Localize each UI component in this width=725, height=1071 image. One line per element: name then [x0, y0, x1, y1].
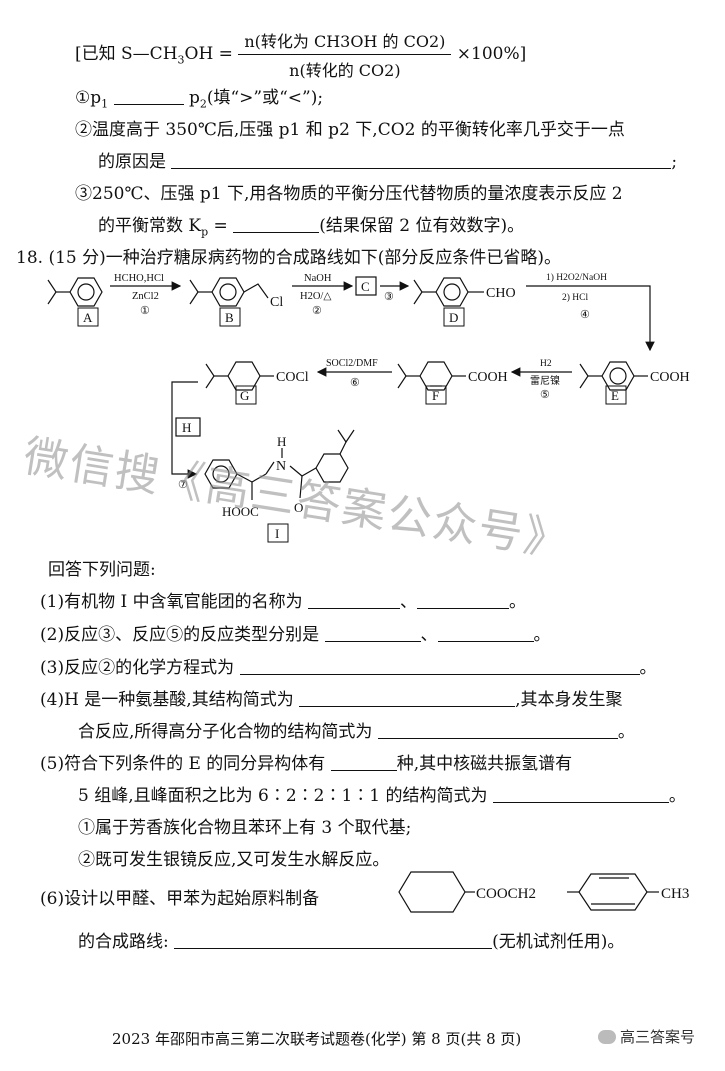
q18-part4-line2: 合反应,所得高分子化合物的结构简式为 。: [78, 721, 635, 742]
group-cooh-f: COOH: [468, 370, 508, 385]
reagent-5-bottom: 雷尼镍: [530, 374, 560, 387]
atom-o: O: [294, 500, 303, 515]
label-c: C: [361, 279, 370, 294]
conversion-fraction: n(转化为 CH3OH 的 CO2) n(转化的 CO2): [238, 28, 452, 81]
answer-blank[interactable]: [330, 753, 397, 771]
label-f: F: [432, 388, 439, 403]
answer-blank[interactable]: [174, 931, 493, 949]
q18-part2: (2)反应③、反应⑤的反应类型分别是 、。: [40, 624, 551, 645]
answer-blank[interactable]: [437, 624, 534, 642]
group-cocl: COCl: [276, 370, 309, 385]
answer-blank[interactable]: [417, 591, 510, 609]
label-i: I: [275, 526, 279, 541]
q18-part1: (1)有机物 I 中含氧官能团的名称为 、。: [40, 591, 527, 612]
q17-item3-line2: 的平衡常数 Kp = (结果保留 2 位有效数字)。: [98, 215, 525, 239]
answer-blank[interactable]: [239, 657, 640, 675]
reagent-1-top: HCHO,HCl: [114, 273, 164, 284]
q17-item2-line1: ②温度高于 350℃后,压强 p1 和 p2 下,CO2 的平衡转化率几乎交于一…: [75, 120, 625, 140]
q18-part6-line1: (6)设计以甲醛、甲苯为起始原料制备: [40, 889, 320, 909]
reagent-4-top: 1) H2O2/NaOH: [546, 272, 607, 283]
answer-blank[interactable]: [492, 785, 669, 803]
group-cl: Cl: [270, 295, 283, 310]
answer-blank[interactable]: [299, 689, 516, 707]
q17-item1: ①p1 p2(填“>”或“<”);: [75, 87, 324, 111]
molecule-a: [47, 277, 103, 307]
q18-header: 18. (15 分)一种治疗糖尿病药物的合成路线如下(部分反应条件已省略)。: [16, 248, 562, 268]
page-footer: 2023 年邵阳市高三第二次联考试题卷(化学) 第 8 页(共 8 页): [112, 1030, 522, 1048]
molecule-d: [413, 277, 484, 307]
group-cooh-e: COOH: [650, 370, 690, 385]
q18-part5-line1: (5)符合下列条件的 E 的同分异构体有 种,其中核磁共振氢谱有: [40, 753, 573, 774]
molecule-b: [189, 277, 269, 307]
q18-part5-cond1: ①属于芳香族化合物且苯环上有 3 个取代基;: [78, 818, 412, 838]
step-7: ⑦: [178, 479, 188, 491]
step-3: ③: [384, 291, 394, 303]
answer-blank[interactable]: [171, 151, 672, 169]
label-a: A: [83, 310, 93, 325]
answer-intro: 回答下列问题:: [48, 560, 156, 580]
q18-part5-cond2: ②既可发生银镜反应,又可发生水解反应。: [78, 850, 390, 870]
methyl-group: CH3: [661, 886, 689, 902]
atom-h: H: [277, 434, 286, 449]
target-ester-structure: COOCH2 CH3: [398, 871, 689, 913]
atom-n: N: [276, 459, 286, 474]
q17-item2-line2: 的原因是 ;: [98, 151, 678, 172]
step-1: ①: [140, 305, 150, 317]
step-6: ⑥: [350, 377, 360, 389]
answer-blank[interactable]: [324, 624, 421, 642]
answer-blank[interactable]: [233, 215, 320, 233]
reagent-2-top: NaOH: [304, 273, 332, 284]
reagent-2-bottom: H2O/△: [300, 291, 332, 302]
q18-part3: (3)反应②的化学方程式为 。: [40, 657, 657, 678]
reagent-6-top: SOCl2/DMF: [326, 358, 378, 369]
reagent-4-bottom: 2) HCl: [562, 292, 588, 303]
answer-blank[interactable]: [377, 721, 618, 739]
group-cho: CHO: [486, 286, 516, 301]
label-e: E: [611, 388, 619, 403]
answer-blank[interactable]: [113, 87, 184, 105]
label-g: G: [240, 388, 249, 403]
answer-blank[interactable]: [308, 591, 401, 609]
step-4: ④: [580, 309, 590, 321]
molecule-i: [204, 429, 355, 500]
reagent-5-top: H2: [540, 359, 552, 369]
q18-part5-line2: 5 组峰,且峰面积之比为 6∶2∶2∶1∶1 的结构简式为 。: [78, 785, 686, 806]
label-d: D: [449, 310, 458, 325]
q18-part6-line2: 的合成路线: (无机试剂任用)。: [78, 931, 625, 952]
label-b: B: [225, 310, 234, 325]
ester-group: COOCH2: [476, 886, 536, 902]
molecule-e: [579, 361, 648, 391]
label-h: H: [182, 420, 191, 435]
wechat-icon: [598, 1030, 616, 1044]
step-2: ②: [312, 305, 322, 317]
known-definition: [已知 S—CH3OH = n(转化为 CH3OH 的 CO2) n(转化的 C…: [75, 28, 526, 81]
step-5: ⑤: [540, 389, 550, 401]
q17-item3-line1: ③250℃、压强 p1 下,用各物质的平衡分压代替物质的量浓度表示反应 2: [75, 184, 623, 204]
wechat-badge: 高三答案号: [598, 1026, 695, 1047]
q18-part4-line1: (4)H 是一种氨基酸,其结构简式为 ,其本身发生聚: [40, 689, 623, 710]
synthesis-scheme: HCHO,HCl ZnCl2 ① NaOH H2O/△ ② ③ 1) H2O2/…: [47, 272, 690, 543]
group-hooc: HOOC: [222, 504, 259, 519]
reagent-1-bottom: ZnCl2: [132, 291, 159, 302]
